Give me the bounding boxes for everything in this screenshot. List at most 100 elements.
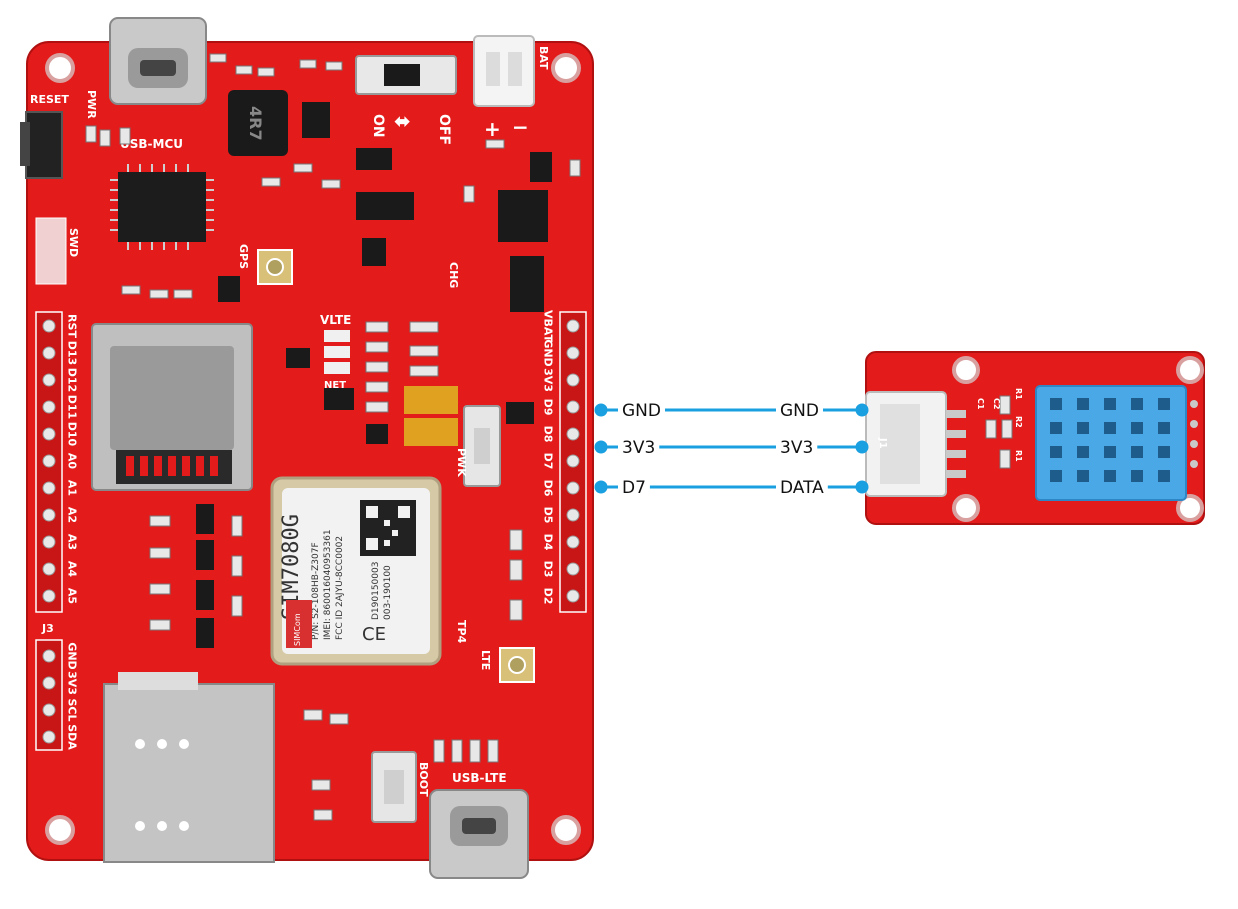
- bat-label: BAT: [537, 46, 550, 70]
- lte-label: LTE: [479, 650, 492, 670]
- right-header-pin-label: D4: [542, 534, 555, 551]
- boot-label: BOOT: [417, 762, 430, 797]
- module-brand: SIMCom: [293, 613, 302, 646]
- i2c-pin-header: [36, 640, 62, 750]
- mounting-hole: [954, 496, 978, 520]
- mcu-chip: [118, 172, 206, 242]
- chg-label: CHG: [447, 262, 460, 288]
- vlte-label: VLTE: [320, 313, 351, 327]
- left-header-pin: [43, 455, 55, 467]
- wire-to-label: DATA: [780, 478, 824, 498]
- wire-endpoint: [595, 441, 608, 454]
- left-pin-header: [36, 312, 62, 612]
- wire-to-label: 3V3: [780, 438, 813, 458]
- wire-endpoint: [856, 404, 869, 417]
- tp4-label: TP4: [455, 620, 468, 644]
- sd-card-slot: [92, 324, 252, 490]
- swd-header: [36, 218, 66, 284]
- wire-endpoint: [856, 481, 869, 494]
- mounting-hole: [47, 817, 73, 843]
- swd-label: SWD: [67, 228, 80, 257]
- right-header-pin-label: VBAT: [542, 310, 555, 343]
- right-header-pin: [567, 590, 579, 602]
- left-header-pin: [43, 374, 55, 386]
- left-header-pin-label: D13: [66, 341, 79, 365]
- left-header-pin-label: RST: [66, 314, 79, 338]
- module-imei: IMEI: 860016040953361: [323, 529, 333, 640]
- right-header-pin: [567, 320, 579, 332]
- left-header-pin: [43, 347, 55, 359]
- switch-arrows-icon: ⬌: [394, 109, 411, 133]
- left-header-pin-label: D11: [66, 395, 79, 419]
- r1b-label: R1: [1014, 450, 1023, 462]
- right-header-pin: [567, 428, 579, 440]
- right-header-pin: [567, 563, 579, 575]
- left-header-pin-label: A3: [66, 534, 79, 550]
- pwk-label: PWK: [455, 448, 468, 477]
- c1-label: C1: [976, 398, 985, 410]
- r2-label: R2: [1014, 416, 1023, 428]
- right-header-pin: [567, 455, 579, 467]
- right-header-pin: [567, 482, 579, 494]
- left-header-pin-label: A0: [66, 453, 79, 470]
- j3-label: J3: [41, 622, 54, 635]
- switch-off-label: OFF: [436, 114, 452, 145]
- wire-from-label: GND: [622, 401, 661, 421]
- left-header-pin-label: A4: [66, 561, 79, 578]
- sim7080g-module: SIM7080G P/N: S2-108HB-Z307F IMEI: 86001…: [272, 478, 440, 664]
- right-header-pin: [567, 509, 579, 521]
- right-header-pin: [567, 347, 579, 359]
- bat-minus-label: −: [512, 115, 529, 139]
- left-header-pin: [43, 482, 55, 494]
- i2c-header-pin: [43, 731, 55, 743]
- left-header-pin-label: A1: [66, 480, 79, 496]
- left-header-pin: [43, 320, 55, 332]
- module-fcc: FCC ID 2AJYU-8CC0002: [335, 536, 345, 640]
- i2c-header-pin: [43, 650, 55, 662]
- i2c-header-pin: [43, 677, 55, 689]
- i2c-header-pin-label: GND: [66, 642, 79, 669]
- mounting-hole: [553, 55, 579, 81]
- right-header-pin-label: 3V3: [542, 368, 555, 392]
- wire-from-label: D7: [622, 478, 646, 498]
- module-pn: P/N: S2-108HB-Z307F: [311, 542, 321, 640]
- wire-endpoint: [595, 481, 608, 494]
- left-header-pin: [43, 428, 55, 440]
- mounting-hole: [553, 817, 579, 843]
- mounting-hole: [954, 358, 978, 382]
- right-header-pin-label: D3: [542, 561, 555, 578]
- i2c-header-pin-label: SCL: [66, 698, 79, 721]
- right-pin-header: [560, 312, 586, 612]
- wire-endpoint: [595, 404, 608, 417]
- wire-endpoint: [856, 441, 869, 454]
- r1-label: R1: [1014, 388, 1023, 400]
- i2c-header-pin: [43, 704, 55, 716]
- left-header-pin: [43, 401, 55, 413]
- switch-on-label: ON: [370, 114, 386, 138]
- mounting-hole: [1178, 358, 1202, 382]
- right-header-pin: [567, 401, 579, 413]
- sim-card-slot: [104, 672, 274, 862]
- left-header-pin: [43, 536, 55, 548]
- right-header-pin: [567, 374, 579, 386]
- pwr-label: PWR: [85, 90, 98, 119]
- bat-plus-label: +: [484, 117, 501, 141]
- usb-lte-label: USB-LTE: [452, 771, 507, 785]
- module-code1: D190150003: [371, 562, 381, 620]
- c2-label: C2: [992, 398, 1001, 409]
- right-header-pin-label: D7: [542, 453, 555, 470]
- left-header-pin-label: A5: [66, 588, 79, 604]
- left-header-pin-label: D10: [66, 422, 79, 447]
- inductor-label: 4R7: [246, 106, 265, 141]
- right-header-pin-label: D5: [542, 507, 555, 524]
- mounting-hole: [47, 55, 73, 81]
- reset-label: RESET: [30, 93, 69, 106]
- left-header-pin: [43, 509, 55, 521]
- sensor-board: J1 R1 R2 C1 C2 R1: [866, 352, 1204, 524]
- right-header-pin-label: D9: [542, 399, 555, 416]
- left-header-pin: [43, 563, 55, 575]
- wire-from-label: 3V3: [622, 438, 655, 458]
- left-header-pin-label: A2: [66, 507, 79, 523]
